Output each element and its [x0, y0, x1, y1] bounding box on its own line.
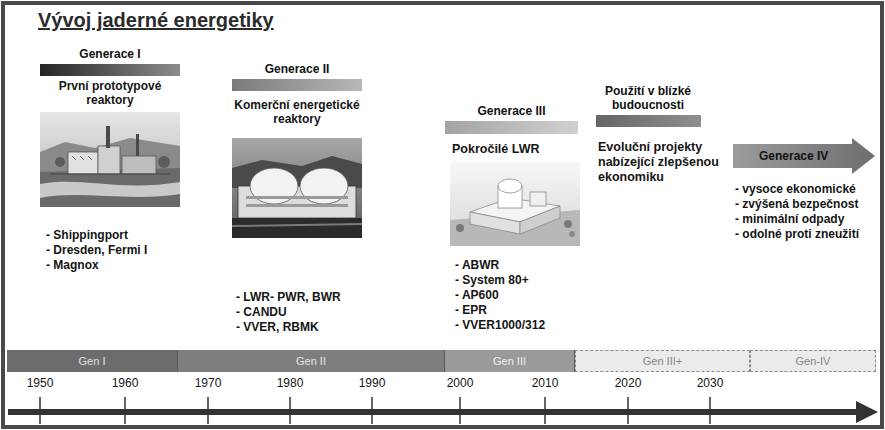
label-slot: - CANDU	[236, 305, 396, 319]
timeline-segment: Gen III	[445, 350, 575, 372]
list-item: - VVER, RBMK	[236, 320, 396, 334]
generation-heading: Generace I	[40, 47, 180, 76]
year-label: 2000	[435, 376, 485, 390]
commercial-reactor-photo	[232, 138, 362, 238]
list-item: - System 80+	[455, 273, 587, 287]
label-slot: Evoluční projekty nabízející zlepšenou e…	[598, 140, 726, 185]
generation-heading-text: Generace I	[40, 47, 180, 61]
timeline-segment: Gen I	[7, 350, 178, 372]
label-slot: - minimální odpady	[735, 212, 875, 226]
year-label: 1960	[100, 376, 150, 390]
generation-heading-text: Generace II	[232, 62, 362, 76]
timeline-segment: Gen III+	[575, 350, 750, 372]
label-slot: - VVER1000/312	[455, 318, 587, 332]
list-item: - Magnox	[46, 258, 196, 272]
description-text: Komerční energetické reaktory	[212, 98, 382, 126]
year-label: 1970	[183, 376, 233, 390]
label-slot: 1970	[183, 376, 233, 390]
label-slot: - odolné proti zneužití	[735, 227, 875, 241]
label-slot: - Magnox	[46, 258, 196, 272]
label-slot: 2010	[520, 376, 570, 390]
generation-heading-text: Použití v blízké budoucnosti	[588, 84, 708, 112]
label-slot: - VVER, RBMK	[236, 320, 396, 334]
list-item: - AP600	[455, 288, 587, 302]
description-text: První prototypové reaktory	[40, 79, 180, 107]
label-slot: Pokročilé LWR	[452, 142, 582, 157]
description-text: Evoluční projekty nabízející zlepšenou e…	[598, 140, 726, 185]
list-item: - VVER1000/312	[455, 318, 587, 332]
generation-heading: Generace III	[445, 104, 578, 134]
label-slot: První prototypové reaktory	[40, 79, 180, 107]
time-axis	[8, 397, 878, 424]
label-slot: 1950	[15, 376, 65, 390]
label-slot: 1960	[100, 376, 150, 390]
timeline-segment: Gen II	[178, 350, 445, 372]
description-text: Pokročilé LWR	[452, 142, 582, 157]
label-slot: - EPR	[455, 303, 587, 317]
generation-bar	[596, 115, 701, 127]
year-label: 2010	[520, 376, 570, 390]
generation-heading-text: Generace III	[445, 104, 578, 118]
generation-bar	[445, 121, 578, 134]
advanced-reactor-photo	[450, 162, 580, 246]
label-slot: 2000	[435, 376, 485, 390]
label-slot: 2020	[603, 376, 653, 390]
timeline-segment-text: Gen-IV	[751, 351, 875, 371]
list-item: - vysoce ekonomické	[735, 182, 875, 196]
label-slot: - Shippingport	[46, 228, 196, 242]
timeline-segment-text: Gen III	[445, 350, 574, 372]
outer-frame	[3, 3, 882, 427]
generation-arrow: Generace IV	[733, 138, 876, 174]
timeline-segment-text: Gen I	[7, 350, 177, 372]
label-slot: - System 80+	[455, 273, 587, 287]
year-label: 2030	[685, 376, 735, 390]
list-item: - CANDU	[236, 305, 396, 319]
label-slot: - AP600	[455, 288, 587, 302]
year-label: 1980	[265, 376, 315, 390]
list-item: - zvýšená bezpečnost	[735, 197, 875, 211]
generation-bar	[40, 64, 180, 76]
generation-bar	[232, 79, 362, 91]
label-slot: - Dresden, Fermi I	[46, 243, 196, 257]
generation-arrow-text: Generace IV	[759, 138, 828, 174]
label-slot: - ABWR	[455, 258, 587, 272]
label-slot: - LWR- PWR, BWR	[236, 290, 396, 304]
list-item: - EPR	[455, 303, 587, 317]
list-item: - Dresden, Fermi I	[46, 243, 196, 257]
arrow-body	[733, 138, 875, 174]
generation-heading: Generace II	[232, 62, 362, 91]
label-slot: Komerční energetické reaktory	[212, 98, 382, 126]
timeline-segment-text: Gen III+	[576, 351, 749, 371]
timeline-segment-text: Gen II	[178, 350, 444, 372]
list-item: - ABWR	[455, 258, 587, 272]
year-label: 1990	[347, 376, 397, 390]
label-slot: - zvýšená bezpečnost	[735, 197, 875, 211]
list-item: - LWR- PWR, BWR	[236, 290, 396, 304]
label-slot: 1980	[265, 376, 315, 390]
list-item: - Shippingport	[46, 228, 196, 242]
list-item: - minimální odpady	[735, 212, 875, 226]
year-label: 2020	[603, 376, 653, 390]
title-slot: Vývoj jaderné energetiky	[38, 9, 274, 32]
label-slot: 1990	[347, 376, 397, 390]
label-slot: 2030	[685, 376, 735, 390]
year-label: 1950	[15, 376, 65, 390]
generation-heading: Použití v blízké budoucnosti	[588, 84, 708, 127]
prototype-reactor-photo	[40, 112, 180, 207]
diagram-title: Vývoj jaderné energetiky	[38, 9, 274, 32]
timeline-segment: Gen-IV	[750, 350, 876, 372]
label-slot: - vysoce ekonomické	[735, 182, 875, 196]
list-item: - odolné proti zneužití	[735, 227, 875, 241]
